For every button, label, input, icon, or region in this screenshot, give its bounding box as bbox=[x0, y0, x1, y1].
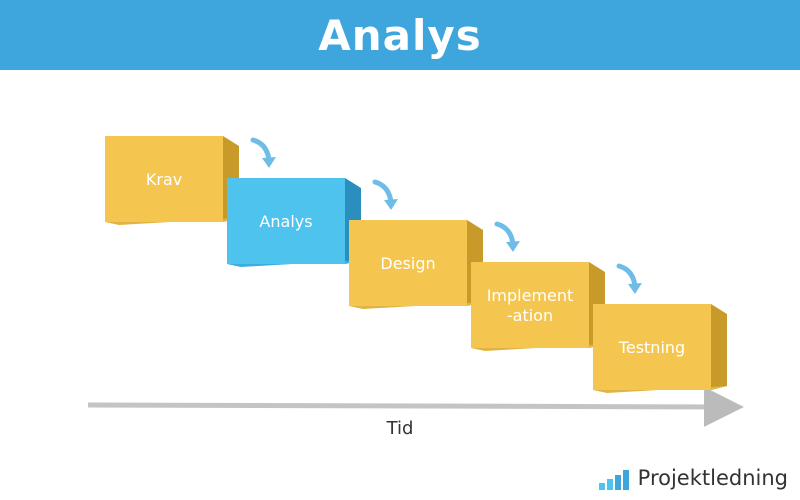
time-axis bbox=[87, 386, 744, 427]
flow-arrowhead-icon bbox=[384, 199, 398, 210]
phase-front-face bbox=[227, 178, 345, 264]
phase-bottom-face bbox=[105, 218, 239, 225]
phase-box-3: Implement-ation bbox=[471, 262, 605, 351]
phase-box-0: Krav bbox=[105, 136, 239, 225]
brand-name: Projektledning bbox=[637, 466, 788, 490]
phase-label: -ation bbox=[507, 306, 553, 325]
phase-box-2: Design bbox=[349, 220, 483, 309]
phase-box-4: Testning bbox=[593, 304, 727, 393]
phase-bottom-face bbox=[349, 302, 483, 309]
phase-bottom-face bbox=[593, 386, 727, 393]
phase-box-1: Analys bbox=[227, 178, 361, 267]
axis-label: Tid bbox=[386, 418, 414, 439]
phase-side-face bbox=[711, 304, 727, 390]
phase-label: Krav bbox=[146, 170, 182, 189]
phase-bottom-face bbox=[227, 260, 361, 267]
flow-arrowhead-icon bbox=[262, 157, 276, 168]
phase-label: Testning bbox=[618, 338, 685, 357]
title-bar: Analys bbox=[0, 0, 800, 70]
page-title: Analys bbox=[318, 10, 482, 60]
phase-label: Design bbox=[380, 254, 435, 273]
phase-front-face bbox=[105, 136, 223, 222]
flow-arrow-icon bbox=[494, 221, 516, 247]
flow-arrow-icon bbox=[616, 263, 638, 289]
phase-label: Implement bbox=[487, 286, 574, 305]
brand-logo: Projektledning bbox=[598, 466, 788, 490]
phase-front-face bbox=[471, 262, 589, 348]
phase-front-face bbox=[349, 220, 467, 306]
bar-chart-logo-icon bbox=[598, 470, 629, 490]
flow-arrowhead-icon bbox=[628, 283, 642, 294]
flow-arrow-icon bbox=[250, 137, 272, 163]
phase-label: Analys bbox=[259, 212, 312, 231]
flow-arrowhead-icon bbox=[506, 241, 520, 252]
flow-arrow-icon bbox=[372, 179, 394, 205]
phase-front-face bbox=[593, 304, 711, 390]
phase-bottom-face bbox=[471, 344, 605, 351]
